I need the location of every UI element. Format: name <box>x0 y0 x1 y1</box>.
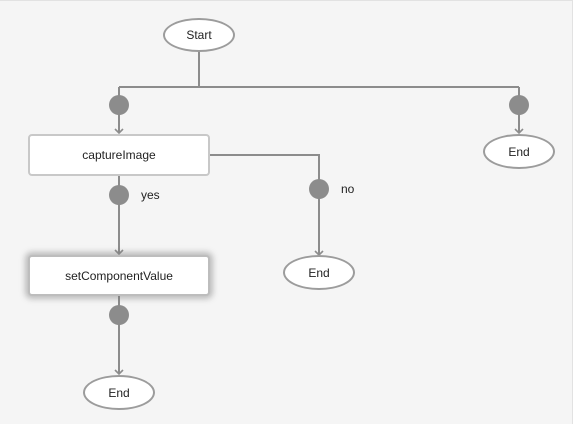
connector-dot-yes[interactable] <box>109 185 129 205</box>
end-node-no-label: End <box>308 265 330 280</box>
capture-image-label: captureImage <box>82 148 156 162</box>
connector-dot-branch-right[interactable] <box>509 95 529 115</box>
edge-label-yes: yes <box>141 188 160 202</box>
connector-dot-set-end[interactable] <box>109 305 129 325</box>
end-node-bottom[interactable]: End <box>83 375 155 410</box>
set-component-value-label: setComponentValue <box>65 268 173 283</box>
end-node-bottom-label: End <box>108 385 130 400</box>
connector-dot-branch-left[interactable] <box>109 95 129 115</box>
end-node-right[interactable]: End <box>483 134 555 169</box>
end-node-no[interactable]: End <box>283 255 355 290</box>
capture-image-node[interactable]: captureImage <box>28 134 210 176</box>
end-node-right-label: End <box>508 144 530 159</box>
edge-label-no: no <box>341 182 355 196</box>
connector-capture-no <box>209 154 324 257</box>
set-component-value-node[interactable]: setComponentValue <box>28 255 210 296</box>
start-node[interactable]: Start <box>163 18 235 52</box>
connector-dot-no[interactable] <box>309 179 329 199</box>
start-node-label: Start <box>186 28 212 42</box>
